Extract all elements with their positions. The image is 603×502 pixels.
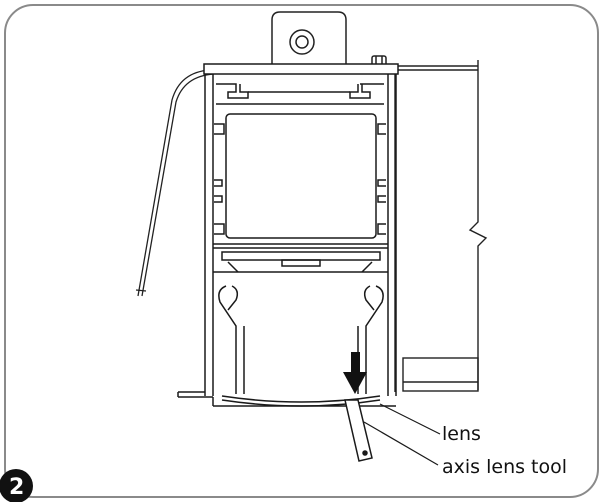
diagram-border [4,4,599,498]
axis-lens-tool-label: axis lens tool [442,456,567,478]
step-badge: 2 [0,469,33,502]
step-number: 2 [9,475,24,500]
leader-lines [363,403,441,466]
side-housing [394,60,488,392]
mounting-bracket [271,11,387,69]
axis-lens-tool [344,399,373,462]
cable [135,69,215,297]
lens-label: lens [442,423,481,445]
luminaire-profile [177,63,399,407]
push-down-arrow-icon [343,352,367,394]
